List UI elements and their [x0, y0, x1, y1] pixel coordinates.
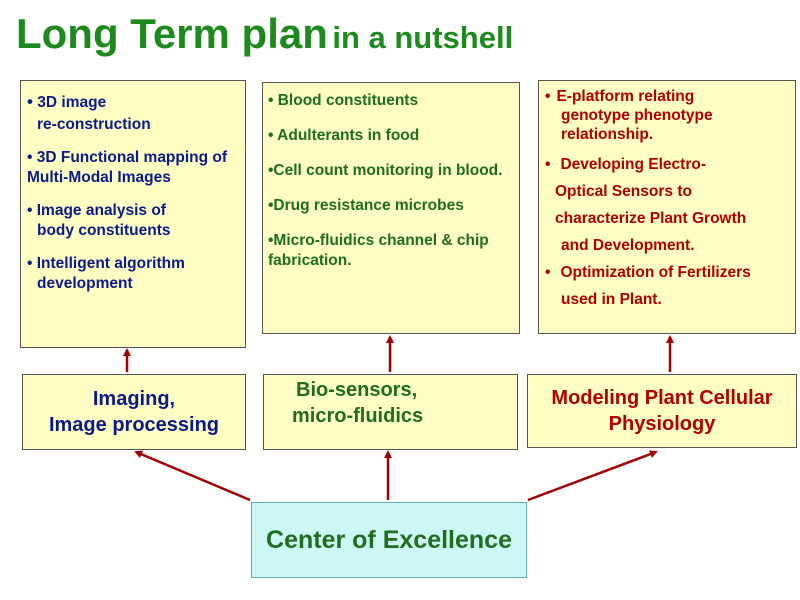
biosensor-goal-5: •Micro-fluidics channel & chip fabricati…	[268, 232, 489, 269]
plant-line-2: Physiology	[608, 413, 716, 435]
slide-title: Long Term plan in a nutshell	[16, 10, 513, 58]
title-suffix: in a nutshell	[332, 20, 514, 55]
imaging-goal-3: • Image analysis of body constituents	[27, 202, 171, 239]
biosensor-goal-3: •Cell count monitoring in blood.	[268, 162, 503, 179]
imaging-goals-box: • 3D image re-construction • 3D Function…	[20, 80, 246, 348]
imaging-line-1: Imaging,	[92, 388, 176, 410]
imaging-goal-1: • 3D image re-construction	[27, 92, 151, 133]
biosensor-goal-1: • Blood constituents	[268, 92, 419, 109]
imaging-line-2: Image processing	[48, 414, 220, 436]
biosensor-goal-2: • Adulterants in food	[268, 127, 420, 144]
biosensors-box: Bio-sensors, micro-fluidics	[263, 374, 518, 450]
arrow-coe-plant	[527, 450, 658, 502]
arrow-coe-imaging	[134, 450, 251, 502]
plant-line-1: Modeling Plant Cellular	[551, 387, 773, 409]
center-of-excellence-box: Center of Excellence	[251, 502, 527, 578]
imaging-box: Imaging, Image processing	[22, 374, 246, 450]
imaging-goal-2: • 3D Functional mapping of Multi-Modal I…	[27, 149, 228, 186]
imaging-goal-4: • Intelligent algorithm development	[27, 255, 185, 292]
biosensor-goal-4: •Drug resistance microbes	[268, 197, 464, 214]
biosensor-goals-box: • Blood constituents • Adulterants in fo…	[262, 82, 520, 334]
biosensors-line-1: Bio-sensors,	[296, 379, 418, 401]
plant-goal-3: •Optimization of Fertilizers used in Pla…	[545, 264, 751, 308]
plant-goal-1: •E-platform relating genotype phenotype …	[545, 88, 713, 143]
plant-goal-2: •Developing Electro- Optical Sensors to …	[545, 156, 747, 254]
biosensors-line-2: micro-fluidics	[292, 405, 424, 427]
center-label: Center of Excellence	[266, 525, 512, 554]
title-main: Long Term plan	[16, 10, 328, 57]
plant-modeling-box: Modeling Plant Cellular Physiology	[527, 374, 797, 448]
plant-goals-box: •E-platform relating genotype phenotype …	[538, 80, 796, 334]
